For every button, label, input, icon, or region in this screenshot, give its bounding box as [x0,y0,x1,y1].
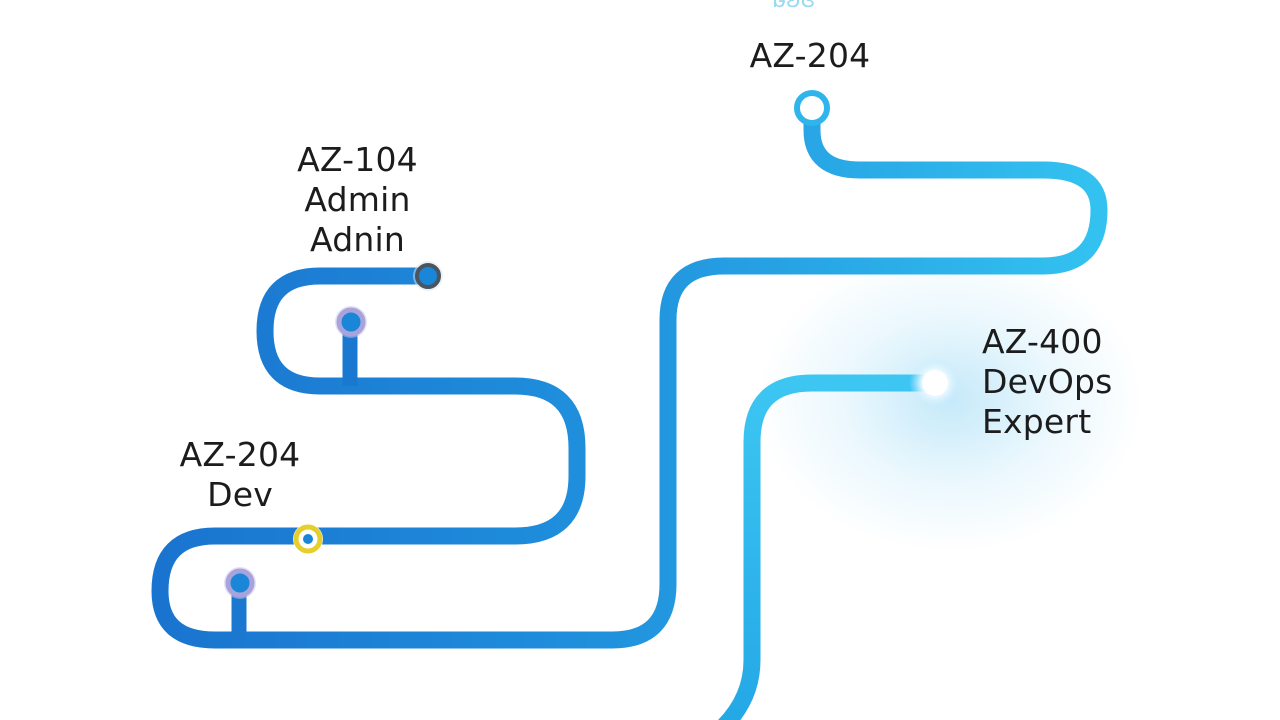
label-az204-top: AZ-204 [735,36,885,76]
label-az400-level: Expert [982,402,1092,441]
branch-route-line [717,374,944,720]
label-az104-role-duplicate: Adnin [310,220,405,259]
label-az104-role: Admin [304,180,411,219]
node-az104-end [413,261,443,291]
label-az204-dev-role: Dev [207,475,273,514]
label-az104-admin: AZ-104 Admin Adnin [270,140,445,260]
label-az204-dev-code: AZ-204 [179,435,301,474]
label-az104-code: AZ-104 [297,140,418,179]
node-az400 [909,357,961,409]
node-az204-dev-yellow [293,524,323,554]
label-az400-role: DevOps [982,362,1113,401]
main-route-line [151,101,1108,649]
label-az204-top-code: AZ-204 [749,36,871,75]
top-cropped-text: ɓ̵ʚɞ [772,0,816,13]
label-az204-dev: AZ-204 Dev [160,435,320,515]
node-az104-stem [335,306,367,338]
label-az400-devops: AZ-400 DevOps Expert [982,322,1113,442]
node-az204-dev-stem [224,567,256,599]
label-az400-code: AZ-400 [982,322,1103,361]
node-az204-top [794,90,830,126]
